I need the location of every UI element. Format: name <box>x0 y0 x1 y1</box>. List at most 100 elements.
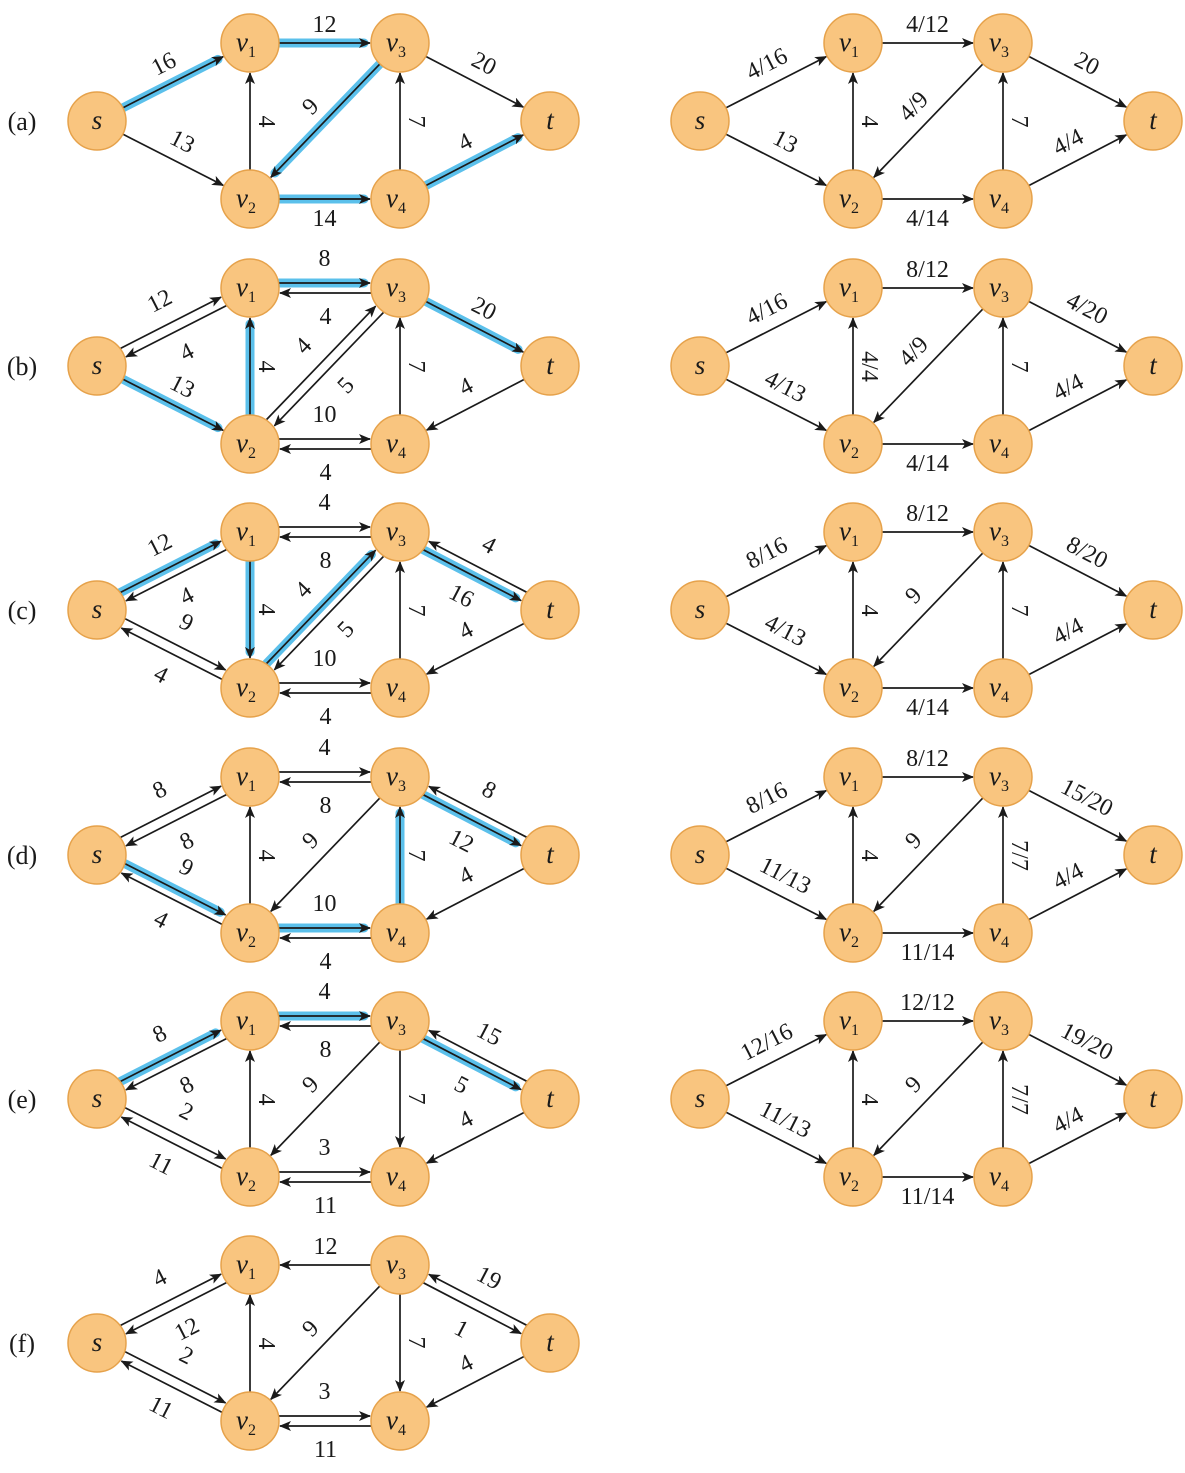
node-subscript: 4 <box>1001 689 1009 706</box>
edge-label: 4/13 <box>760 610 810 653</box>
edge-arrow <box>725 1033 828 1087</box>
edge-label: 4 <box>455 1106 478 1135</box>
node-circle <box>370 1391 430 1451</box>
node-circle <box>220 258 280 318</box>
edge-arrow <box>725 622 828 676</box>
node-circle <box>220 903 280 963</box>
node-v2: v2 <box>220 1147 280 1207</box>
edge-label: 12 <box>445 824 478 858</box>
node-v3: v3 <box>973 991 1033 1051</box>
node-label: v3 <box>989 516 1009 550</box>
node-subscript: 2 <box>851 689 859 706</box>
node-t: t <box>520 336 580 396</box>
node-label: v1 <box>236 1005 256 1039</box>
edge-arrow <box>425 378 525 431</box>
node-circle <box>220 1391 280 1451</box>
edge-arrow <box>425 300 525 353</box>
node-circle <box>220 747 280 807</box>
edge-arrow <box>873 63 984 179</box>
node-circle <box>370 658 430 718</box>
edge-label: 13 <box>166 125 199 159</box>
edge-label: 12 <box>313 12 337 38</box>
node-subscript: 4 <box>398 1422 406 1439</box>
node-label: v4 <box>386 183 406 217</box>
edge-arrow <box>120 1029 222 1083</box>
node-label: s <box>695 594 706 624</box>
node-v4: v4 <box>370 414 430 474</box>
edge-label: 8 <box>149 1020 171 1049</box>
node-subscript: 1 <box>851 1022 859 1039</box>
edge-arrow <box>1028 379 1128 432</box>
edge-arrow <box>873 1041 984 1157</box>
node-label: v1 <box>236 1249 256 1283</box>
edge-arrow <box>423 794 522 847</box>
node-subscript: 2 <box>248 934 256 951</box>
node-s: s <box>67 1313 127 1373</box>
edge-label: 4 <box>455 617 478 646</box>
node-name: t <box>546 1083 555 1113</box>
node-v3: v3 <box>973 747 1033 807</box>
edge-arrow <box>125 1037 227 1091</box>
node-name: v <box>989 672 1001 702</box>
node-v2: v2 <box>220 414 280 474</box>
edge-label: 8 <box>176 827 198 856</box>
edge-label: 4 <box>856 605 882 617</box>
edge-label: 19 <box>472 1261 505 1295</box>
node-label: s <box>695 839 706 869</box>
node-v1: v1 <box>220 991 280 1051</box>
edge-arrow <box>270 1285 381 1401</box>
edge-arrow <box>265 305 377 421</box>
node-name: v <box>236 1249 248 1279</box>
node-circle <box>823 747 883 807</box>
node-v3: v3 <box>973 13 1033 73</box>
node-name: v <box>839 672 851 702</box>
node-label: v3 <box>386 272 406 306</box>
edge-label: 4/4 <box>1049 369 1088 406</box>
edge-label: 4 <box>856 116 882 128</box>
edge-label: 4 <box>856 850 882 862</box>
node-circle <box>973 1147 1033 1207</box>
node-label: v4 <box>989 917 1009 951</box>
edge-label: 4 <box>150 906 172 935</box>
edge-arrow <box>120 872 223 926</box>
node-t: t <box>1123 91 1183 151</box>
edge-label: 8/16 <box>742 777 792 820</box>
edge-label: 7/7 <box>1006 1084 1032 1115</box>
node-label: v4 <box>386 917 406 951</box>
edge-arrow <box>1028 1033 1128 1086</box>
node-label: v2 <box>236 428 256 462</box>
node-v4: v4 <box>973 414 1033 474</box>
edge-arrow <box>1028 300 1128 353</box>
edge-label: 20 <box>1070 47 1103 81</box>
node-circle <box>220 502 280 562</box>
node-subscript: 2 <box>851 445 859 462</box>
node-circle <box>370 747 430 807</box>
node-circle <box>370 169 430 229</box>
node-label: t <box>546 1083 555 1113</box>
node-s: s <box>67 580 127 640</box>
node-circle <box>823 658 883 718</box>
edge-label: 8/12 <box>906 257 949 283</box>
node-name: v <box>236 672 248 702</box>
node-label: v4 <box>386 428 406 462</box>
edge-arrow <box>425 55 525 108</box>
node-v2: v2 <box>823 169 883 229</box>
edge-arrow <box>125 1281 227 1335</box>
node-circle <box>670 91 730 151</box>
node-circle <box>520 825 580 885</box>
node-subscript: 3 <box>398 533 406 550</box>
node-subscript: 2 <box>851 1178 859 1195</box>
node-name: t <box>1149 350 1158 380</box>
node-circle <box>67 91 127 151</box>
node-label: v3 <box>386 1249 406 1283</box>
node-name: v <box>236 516 248 546</box>
